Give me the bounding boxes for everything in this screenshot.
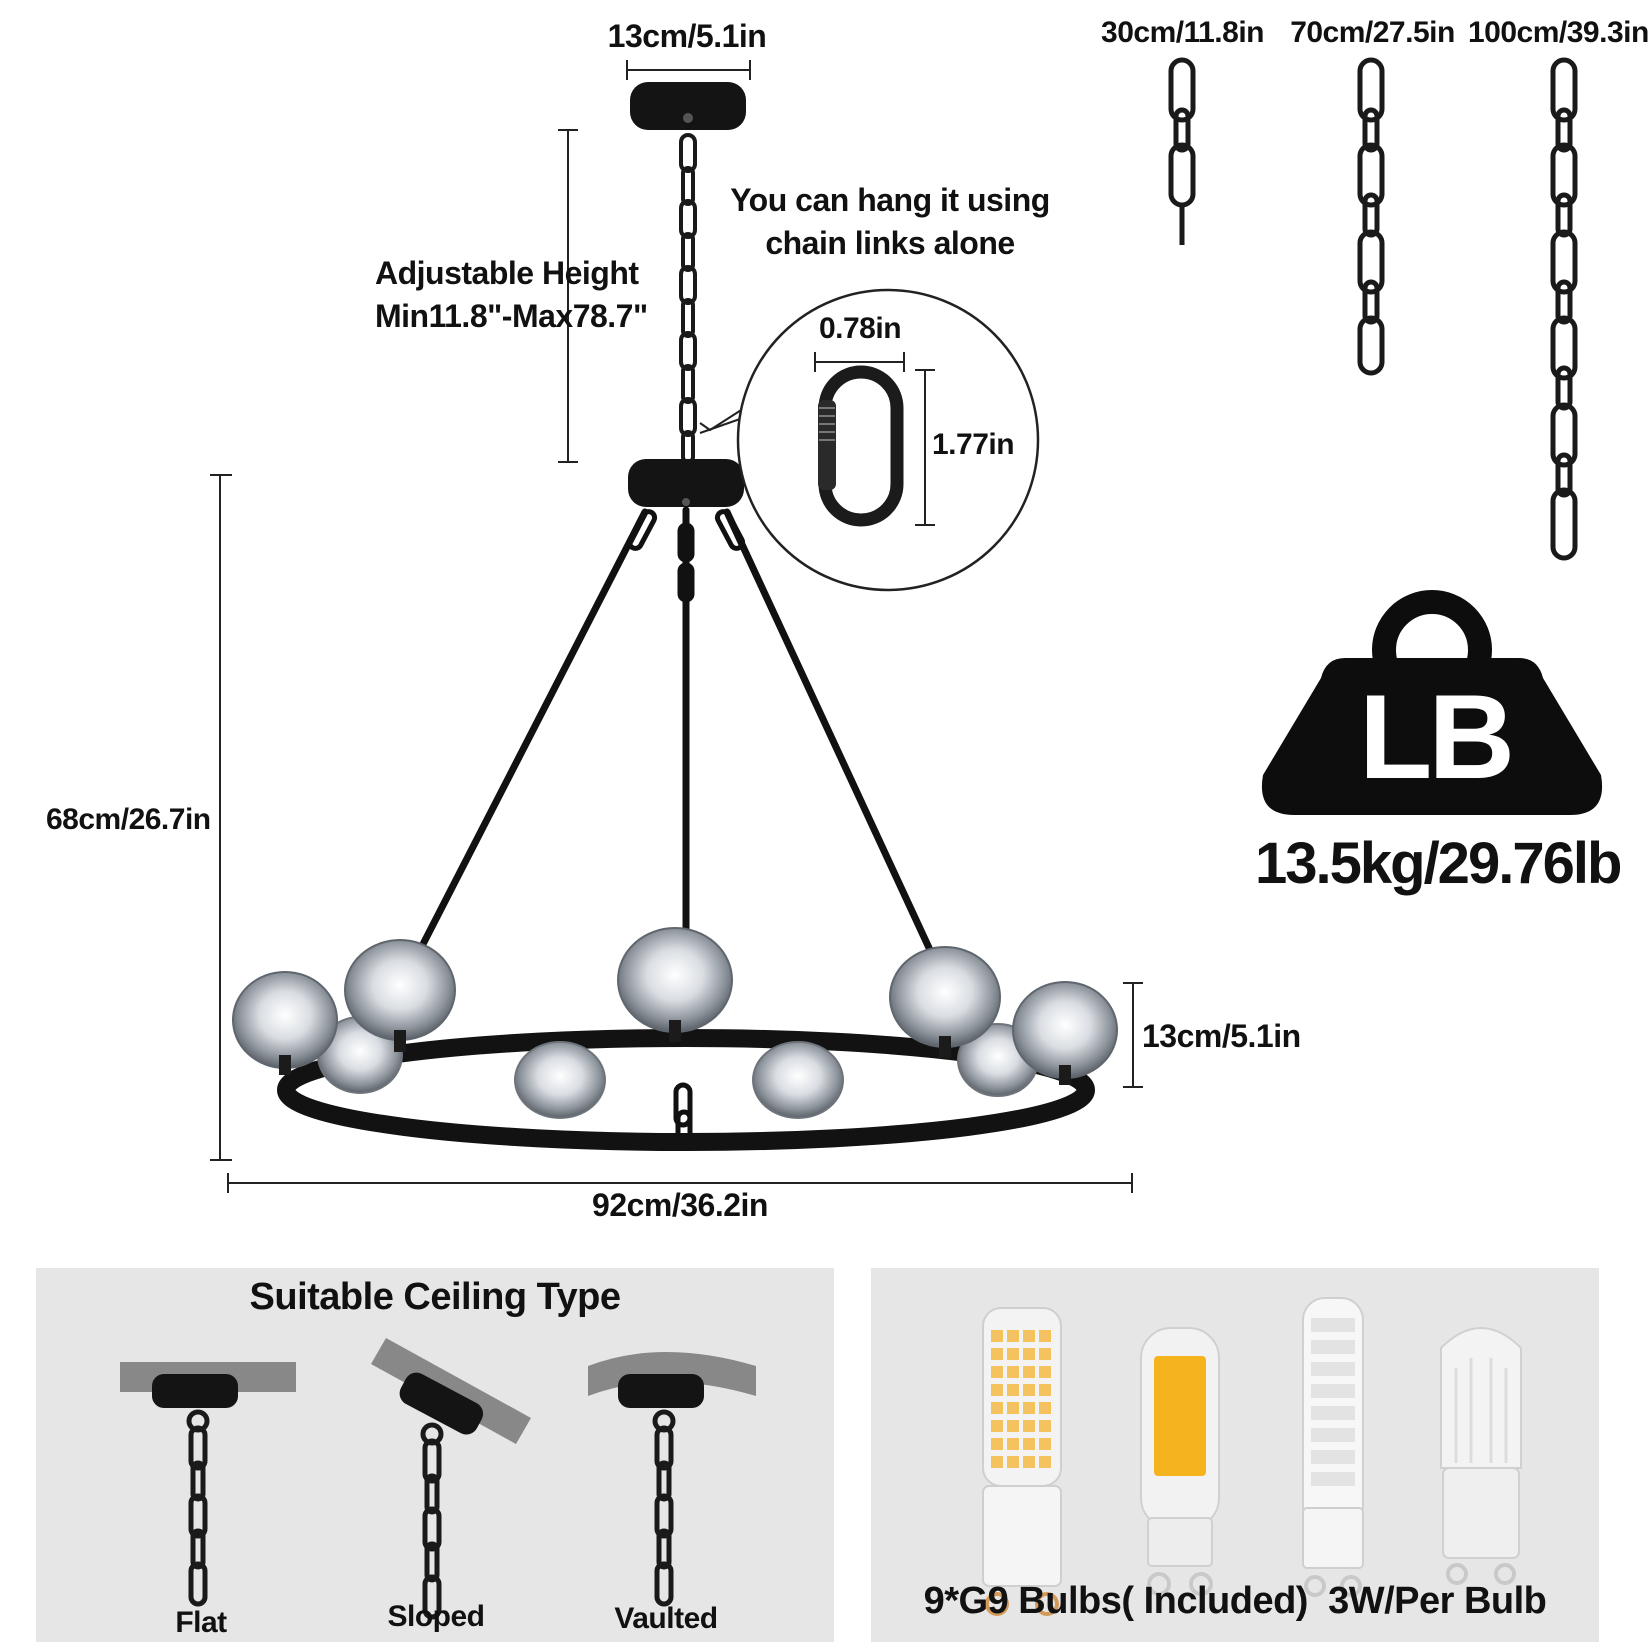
canopy-width-label: 13cm/5.1in bbox=[607, 18, 767, 54]
bulb-caption: 9*G9 Bulbs( Included) 3W/Per Bulb bbox=[923, 1580, 1547, 1622]
chain-70cm bbox=[1357, 57, 1385, 376]
chain-30-label: 30cm/11.8in bbox=[1101, 16, 1264, 49]
shade-height-label: 13cm/5.1in bbox=[1142, 1018, 1301, 1054]
weight-icon bbox=[1261, 590, 1603, 815]
crystal-shade bbox=[889, 946, 1001, 1058]
crystal-shade bbox=[514, 1041, 606, 1119]
chain-note-line2: chain links alone bbox=[765, 225, 1015, 261]
total-width-dimension bbox=[227, 1173, 1133, 1193]
crystal-shade bbox=[752, 1041, 844, 1119]
bulb-illustrations bbox=[982, 1297, 1522, 1616]
carabiner-height-label: 1.77in bbox=[932, 428, 1015, 461]
chain-note-line1: You can hang it using bbox=[730, 182, 1050, 218]
total-height-label: 68cm/26.7in bbox=[46, 803, 211, 836]
ceiling-type-flat-label: Flat bbox=[175, 1606, 227, 1639]
shade-height-dimension bbox=[1123, 982, 1143, 1088]
crystal-shade bbox=[344, 939, 456, 1052]
mini-g9-bulb-icon bbox=[1440, 1327, 1522, 1585]
hanging-chain bbox=[679, 133, 697, 464]
tall-led-bulb-icon bbox=[1302, 1297, 1364, 1597]
rod-connectors bbox=[626, 509, 746, 1145]
adjustable-height-title: Adjustable Height bbox=[375, 255, 639, 291]
carabiner-width-label: 0.78in bbox=[818, 312, 902, 345]
crystal-shade bbox=[617, 927, 733, 1042]
carabiner-callout bbox=[736, 288, 1040, 592]
crystal-shade bbox=[1012, 981, 1118, 1085]
sloped-ceiling-icon bbox=[371, 1338, 531, 1620]
flat-ceiling-icon bbox=[120, 1362, 296, 1607]
vaulted-ceiling-icon bbox=[588, 1352, 756, 1607]
total-width-label: 92cm/36.2in bbox=[592, 1187, 768, 1223]
adjustable-height-bracket bbox=[558, 129, 578, 463]
chain-100cm bbox=[1550, 57, 1578, 561]
crystal-shades bbox=[232, 927, 1118, 1119]
adjustable-height-range: Min11.8"-Max78.7" bbox=[375, 298, 648, 334]
crystal-shade bbox=[232, 971, 338, 1075]
canopy-width-dimension bbox=[626, 60, 751, 80]
cob-g9-bulb-icon bbox=[1140, 1327, 1220, 1596]
total-height-dimension bbox=[210, 474, 232, 1161]
ceiling-type-panel: Suitable Ceiling Type bbox=[36, 1268, 834, 1642]
ceiling-type-vaulted-label: Vaulted bbox=[614, 1602, 718, 1635]
chain-100-label: 100cm/39.3in bbox=[1468, 16, 1649, 49]
ceiling-canopy bbox=[630, 82, 746, 130]
fixture-hub bbox=[628, 459, 744, 507]
ceiling-type-sloped-label: Sloped bbox=[387, 1600, 485, 1633]
weight-value: 13.5kg/29.76lb bbox=[1255, 831, 1622, 896]
support-rods bbox=[416, 506, 934, 954]
extension-chains bbox=[1168, 57, 1578, 561]
led-corn-bulb-icon bbox=[982, 1307, 1062, 1616]
chandelier-ring bbox=[277, 1029, 1095, 1151]
ceiling-panel-title: Suitable Ceiling Type bbox=[249, 1276, 621, 1318]
chain-30cm bbox=[1168, 57, 1196, 245]
ceiling-type-illustrations bbox=[120, 1338, 756, 1620]
weight-icon-text: LB bbox=[1359, 670, 1515, 804]
bulb-panel: 9*G9 Bulbs( Included) 3W/Per Bulb bbox=[871, 1268, 1599, 1642]
chain-70-label: 70cm/27.5in bbox=[1290, 16, 1455, 49]
